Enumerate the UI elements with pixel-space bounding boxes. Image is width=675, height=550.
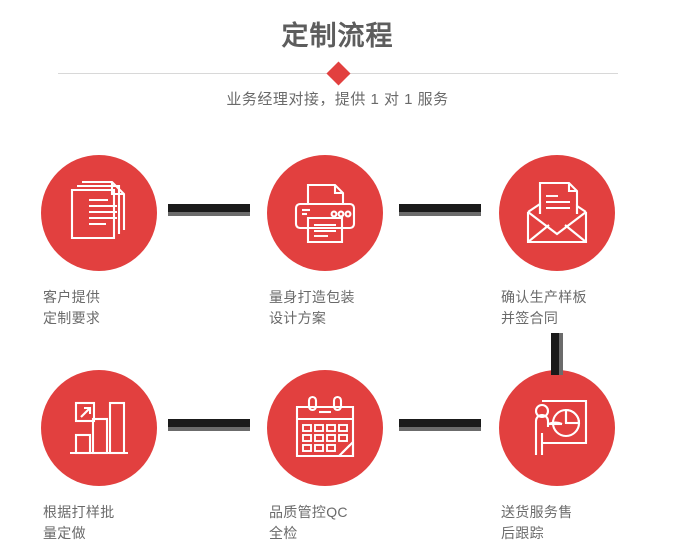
step-icon-circle <box>499 155 615 271</box>
flow-step-5[interactable]: 品质管控QC 全检 <box>267 370 457 544</box>
connector-step3-step6 <box>551 333 563 375</box>
connector-bar <box>168 419 250 427</box>
connector-step1-step2 <box>168 204 250 216</box>
connector-shadow <box>168 427 250 431</box>
step-icon-circle <box>41 155 157 271</box>
step-icon-circle <box>499 370 615 486</box>
process-flow: 客户提供 定制要求 <box>0 130 675 550</box>
documents-stack-icon <box>70 180 126 240</box>
step-icon-circle <box>267 370 383 486</box>
connector-shadow <box>559 333 563 375</box>
connector-step2-step3 <box>399 204 481 216</box>
flow-step-1[interactable]: 客户提供 定制要求 <box>41 155 231 329</box>
calendar-check-icon <box>295 395 355 458</box>
page-title: 定制流程 <box>281 21 394 51</box>
bar-chart-growth-icon <box>70 401 128 455</box>
page-header: 定制流程 业务经理对接，提供 1 对 1 服务 <box>0 0 675 130</box>
envelope-document-icon <box>526 181 588 244</box>
connector-step4-step5 <box>168 419 250 431</box>
step-icon-circle <box>41 370 157 486</box>
title-divider <box>58 61 618 86</box>
connector-shadow <box>399 427 481 431</box>
flow-step-label: 客户提供 定制要求 <box>43 289 101 326</box>
page-subtitle: 业务经理对接，提供 1 对 1 服务 <box>226 91 449 108</box>
connector-step5-step6 <box>399 419 481 431</box>
flow-step-4[interactable]: 根据打样批 量定做 <box>41 370 231 544</box>
flow-step-label: 量身打造包装 设计方案 <box>269 289 355 326</box>
flow-step-2[interactable]: 量身打造包装 设计方案 <box>267 155 457 329</box>
flow-step-label: 品质管控QC 全检 <box>269 504 348 541</box>
connector-bar <box>399 419 481 427</box>
step-icon-circle <box>267 155 383 271</box>
flow-step-label: 确认生产样板 并签合同 <box>501 289 587 326</box>
presentation-pie-chart-icon <box>534 399 588 455</box>
flow-step-label: 送货服务售 后跟踪 <box>501 504 573 541</box>
connector-shadow <box>399 212 481 216</box>
connector-bar <box>168 204 250 212</box>
flow-step-label: 根据打样批 量定做 <box>43 504 115 541</box>
flow-step-6[interactable]: 送货服务售 后跟踪 <box>499 370 675 544</box>
connector-shadow <box>168 212 250 216</box>
printer-icon <box>294 183 356 244</box>
connector-bar <box>551 333 559 375</box>
flow-step-3[interactable]: 确认生产样板 并签合同 <box>499 155 675 329</box>
connector-bar <box>399 204 481 212</box>
diamond-marker-icon <box>325 61 351 86</box>
